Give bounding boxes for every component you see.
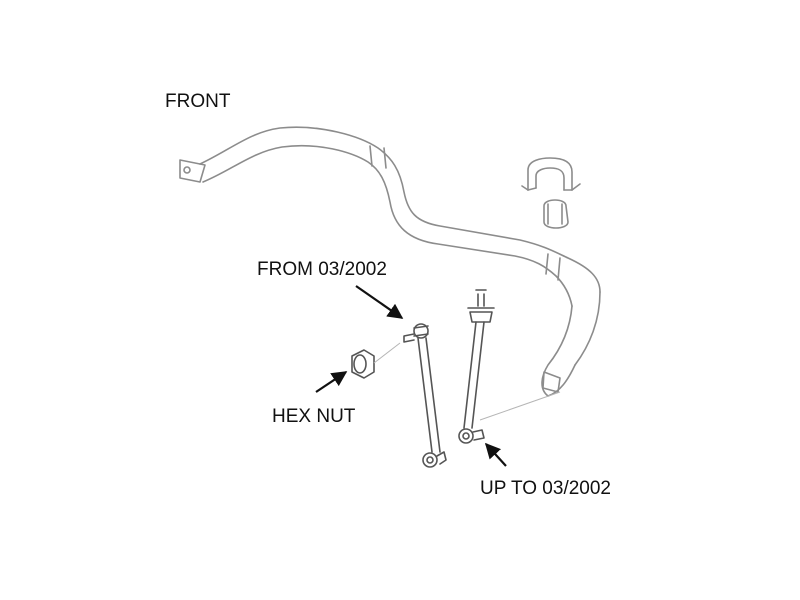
rubber-bushing	[543, 199, 569, 229]
link-rod-new	[403, 323, 447, 468]
arrow-up-to-date	[484, 442, 507, 467]
link-rod-old	[458, 289, 495, 444]
arrow-hex-nut	[315, 371, 348, 393]
stabilizer-bar	[179, 126, 601, 421]
hex-nut	[351, 342, 401, 379]
label-from-date: FROM 03/2002	[257, 259, 387, 280]
clamp-bracket	[521, 157, 581, 191]
label-hex-nut: HEX NUT	[272, 406, 356, 427]
label-up-to-date: UP TO 03/2002	[480, 478, 611, 499]
arrow-from-date	[355, 285, 404, 319]
label-front: FRONT	[165, 91, 231, 112]
